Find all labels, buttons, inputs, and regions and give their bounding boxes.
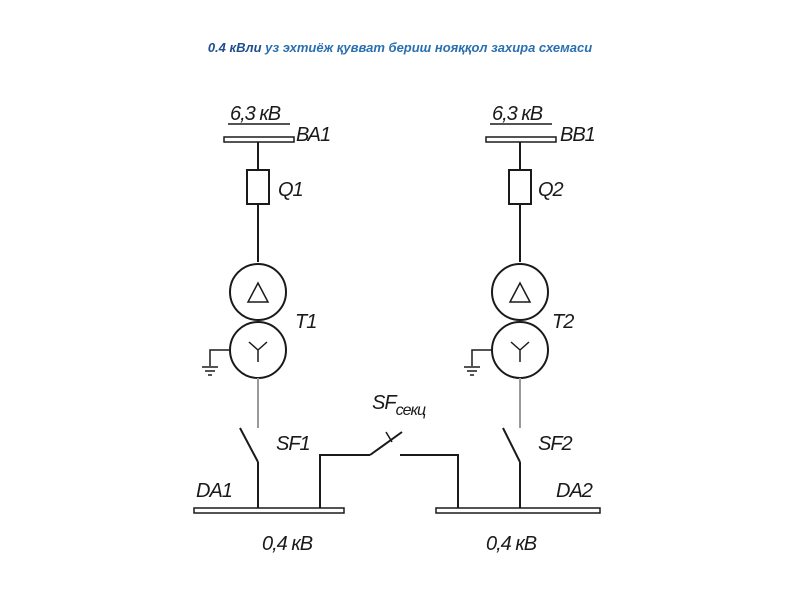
right-chain: 6,3 кВ ВВ1 Q2 Т2 SF2 DA2 0,4 кВ xyxy=(435,103,601,555)
section-switch-blade xyxy=(369,431,403,456)
delta-icon xyxy=(508,281,532,303)
left-chain: 6,3 кВ ВА1 Q1 Т1 SF1 DA1 0,4 кВ xyxy=(193,103,345,555)
title-main: 0.4 кВли xyxy=(207,40,262,55)
right-lv-bus xyxy=(435,507,601,514)
right-transformer-label: Т2 xyxy=(552,311,574,333)
right-transformer-primary-winding xyxy=(491,263,549,321)
left-transformer-primary-winding xyxy=(229,263,287,321)
right-ground-icon xyxy=(464,349,492,376)
section-switch-label-main: SF xyxy=(372,392,398,414)
diagram-title: 0.4 кВли уз эхтиёж қувват бериш нояққол … xyxy=(0,40,800,55)
wye-icon xyxy=(248,341,268,362)
left-switch-label: SF1 xyxy=(276,433,310,455)
left-breaker-q1 xyxy=(246,169,270,205)
wye-icon xyxy=(510,341,530,362)
right-hv-bus-label: ВВ1 xyxy=(560,124,595,146)
title-rest: уз эхтиёж қувват бериш нояққол захира сх… xyxy=(261,40,593,55)
left-hv-voltage-label: 6,3 кВ xyxy=(230,103,281,125)
left-breaker-label: Q1 xyxy=(278,179,303,201)
left-switch-sf1-blade xyxy=(239,427,259,463)
left-lv-bus-label: DA1 xyxy=(196,480,232,502)
left-hv-bus xyxy=(223,136,295,143)
right-hv-bus xyxy=(485,136,557,143)
left-lv-bus xyxy=(193,507,345,514)
right-hv-voltage-label: 6,3 кВ xyxy=(492,103,543,125)
left-transformer-t1 xyxy=(229,263,287,379)
section-link-right xyxy=(400,454,459,508)
section-switch-label: SFсекц xyxy=(372,392,426,419)
right-breaker-label: Q2 xyxy=(538,179,564,201)
left-lv-voltage-label: 0,4 кВ xyxy=(262,533,313,555)
left-hv-bus-label: ВА1 xyxy=(296,124,330,146)
right-switch-sf2-blade xyxy=(502,427,521,463)
section-switch-label-subscript: секц xyxy=(396,402,426,419)
section-link-left xyxy=(319,454,370,508)
right-breaker-q2 xyxy=(508,169,532,205)
right-switch-label: SF2 xyxy=(538,433,573,455)
right-transformer-t2 xyxy=(491,263,549,379)
delta-icon xyxy=(246,281,270,303)
section-switch: SFсекц xyxy=(319,392,459,508)
right-lv-bus-label: DA2 xyxy=(556,480,593,502)
left-ground-icon xyxy=(202,349,230,376)
section-switch-contact-mark xyxy=(385,431,393,443)
left-transformer-label: Т1 xyxy=(295,311,316,333)
right-lv-voltage-label: 0,4 кВ xyxy=(486,533,537,555)
